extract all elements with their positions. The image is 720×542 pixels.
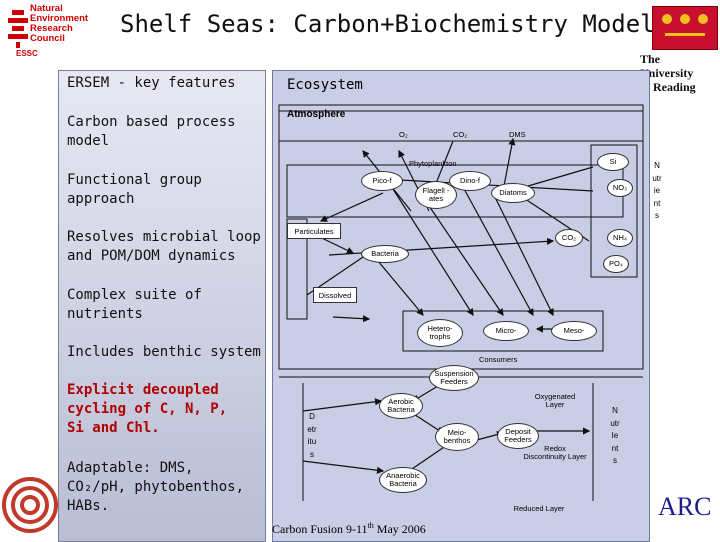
essc-label: ESSC bbox=[16, 49, 38, 58]
meso-consumers-node: Meso- bbox=[551, 321, 597, 341]
nutrients-water-label: Nutrients bbox=[652, 161, 662, 220]
si-node: Si bbox=[597, 153, 629, 171]
nutrients-benthic-label: NutrIents bbox=[610, 406, 620, 465]
page-title: Shelf Seas: Carbon+Biochemistry Modellin… bbox=[120, 10, 713, 38]
oxygenated-layer-label: Oxygenated Layer bbox=[534, 392, 576, 409]
feature-nutrients: Complex suite of nutrients bbox=[67, 287, 202, 322]
swirl-logo-icon bbox=[2, 477, 58, 533]
feature-decoupled-cycling: Explicit decoupled cycling of C, N, P, S… bbox=[67, 382, 228, 436]
reading-university-name: The University of Reading bbox=[640, 52, 696, 94]
feature-functional-group: Functional group approach bbox=[67, 172, 202, 207]
arc-logo-text: ARC bbox=[658, 492, 712, 521]
anaerobic-bacteria-node: Anaerobic Bacteria bbox=[379, 467, 427, 493]
dms-label: DMS bbox=[509, 130, 526, 139]
deposit-feeders-node: Deposit Feeders bbox=[497, 423, 539, 449]
diagram-connectors bbox=[278, 104, 644, 501]
dissolved-box: Dissolved bbox=[313, 287, 357, 303]
no3-node: NO₃ bbox=[607, 179, 633, 197]
reduced-layer-label: Reduced Layer bbox=[513, 504, 565, 513]
diatoms-node: Diatoms bbox=[491, 183, 535, 203]
particulates-box: Particulates bbox=[287, 223, 341, 239]
atmosphere-label: Atmosphere bbox=[287, 109, 346, 120]
co2-atmosphere-label: CO₂ bbox=[453, 130, 468, 139]
feature-microbial-loop: Resolves microbial loop and POM/DOM dyna… bbox=[67, 229, 261, 264]
o2-label: O₂ bbox=[399, 130, 408, 139]
aerobic-bacteria-node: Aerobic Bacteria bbox=[379, 393, 423, 419]
redox-layer-label: Redox Discontinuity Layer bbox=[523, 444, 587, 461]
feature-benthic: Includes benthic system bbox=[67, 344, 261, 360]
ecosystem-diagram: Ecosystem Atmosphere O₂ CO₂ DMS Phytopla… bbox=[272, 70, 650, 542]
ecosystem-title: Ecosystem bbox=[287, 77, 363, 93]
arc-logo: ARC bbox=[652, 478, 720, 534]
reading-crest-icon bbox=[652, 6, 718, 50]
feature-adaptable: Adaptable: DMS, CO₂/pH, phytobenthos, HA… bbox=[67, 460, 245, 514]
suspension-feeders-node: Suspension Feeders bbox=[429, 365, 479, 391]
nerc-name: Natural Environment Research Council bbox=[30, 3, 89, 44]
co2-water-node: CO₂ bbox=[555, 229, 583, 247]
flagellates-node: Flagell -ates bbox=[415, 181, 457, 209]
event-footer: Carbon Fusion 9-11th May 2006 bbox=[272, 521, 426, 536]
meiobenthos-node: Meio- benthos bbox=[435, 423, 479, 451]
consumers-label: Consumers bbox=[479, 355, 518, 364]
feature-carbon-model: Carbon based process model bbox=[67, 114, 236, 149]
detritus-label: Detritus bbox=[307, 412, 317, 459]
phytoplankton-label: Phytoplankton bbox=[409, 159, 457, 168]
key-features-panel: ERSEM - key features Carbon based proces… bbox=[58, 70, 266, 542]
nh4-node: NH₄ bbox=[607, 229, 633, 247]
po4-node: PO₄ bbox=[603, 255, 629, 273]
heterotrophs-node: Hetero- trophs bbox=[417, 319, 463, 347]
micro-consumers-node: Micro- bbox=[483, 321, 529, 341]
picof-node: Pico-f bbox=[361, 171, 403, 191]
panel-title: ERSEM - key features bbox=[67, 75, 236, 91]
nerc-logo bbox=[8, 10, 28, 48]
dinof-node: Dino-f bbox=[449, 171, 491, 191]
bacteria-node: Bacteria bbox=[361, 245, 409, 263]
